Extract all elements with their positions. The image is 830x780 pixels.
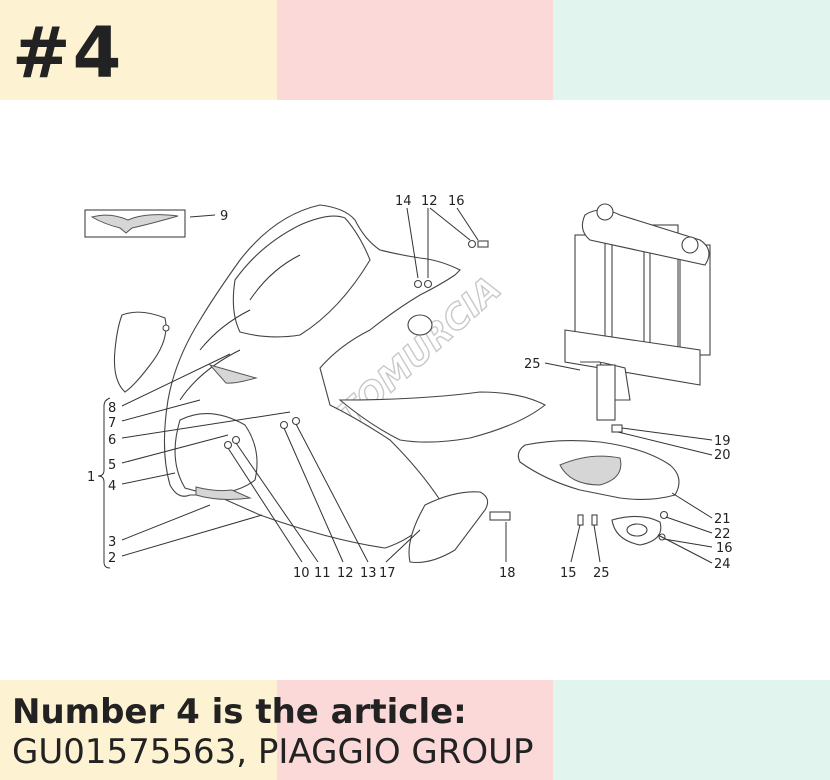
callout-6: 6 (108, 433, 116, 448)
callout-9: 9 (220, 209, 228, 224)
callout-17: 17 (379, 566, 396, 581)
callout-24: 24 (714, 557, 731, 572)
lower-spoiler-part (408, 491, 511, 564)
callout-14: 14 (395, 194, 412, 209)
callout-4: 4 (108, 479, 116, 494)
callout-12-bottom: 12 (337, 566, 354, 581)
callout-10: 10 (293, 566, 310, 581)
header-band-middle (277, 0, 553, 100)
callout-8: 8 (108, 401, 116, 416)
fork-assembly (564, 203, 711, 421)
callout-16-bottom: 16 (716, 541, 733, 556)
callout-12-top: 12 (421, 194, 438, 209)
callout-18: 18 (499, 566, 516, 581)
callout-25-top: 25 (524, 357, 541, 372)
callout-5: 5 (108, 458, 116, 473)
fairing-support-bracket (517, 440, 680, 546)
callout-20: 20 (714, 448, 731, 463)
callout-22: 22 (714, 527, 731, 542)
footer-article-info: GU01575563, PIAGGIO GROUP (12, 732, 534, 772)
footer-band-left (0, 680, 277, 780)
parts-diagram: MOTOMURCIA (84, 194, 733, 581)
callout-25-bottom: 25 (593, 566, 610, 581)
callout-7: 7 (108, 416, 116, 431)
callout-11: 11 (314, 566, 331, 581)
callout-19: 19 (714, 434, 731, 449)
side-panel-part (113, 311, 170, 393)
header-band-left (0, 0, 277, 100)
item-number: #4 (12, 12, 124, 94)
callout-3: 3 (108, 535, 116, 550)
footer-band-middle (277, 680, 553, 780)
callout-13: 13 (360, 566, 377, 581)
callout-2: 2 (108, 551, 116, 566)
front-fairing (163, 204, 547, 549)
callout-15: 15 (560, 566, 577, 581)
callout-labels: 9 14 12 16 25 8 7 6 5 4 1 3 2 10 11 12 1… (87, 194, 733, 581)
callout-16-top: 16 (448, 194, 465, 209)
callout-21: 21 (714, 512, 731, 527)
footer-title: Number 4 is the article: (12, 692, 467, 732)
eagle-logo-part (84, 209, 186, 238)
header-band-right (553, 0, 830, 100)
callout-1: 1 (87, 470, 95, 485)
footer-band-right (553, 680, 830, 780)
leader-lines (97, 207, 713, 569)
